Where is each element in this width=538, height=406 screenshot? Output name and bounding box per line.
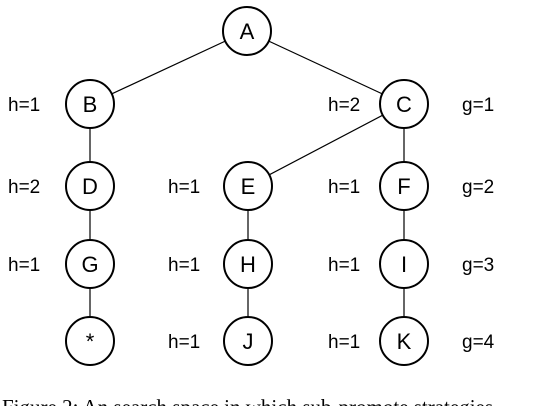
edge-a-b: [89, 30, 248, 105]
h-label-d: h=2: [8, 177, 40, 198]
node-f: F: [379, 161, 429, 211]
h-label-i: h=1: [328, 255, 360, 276]
node-goal-star-label: *: [86, 329, 95, 354]
g-label-4: g=4: [462, 332, 495, 353]
node-h: H: [223, 239, 273, 289]
h-label-k: h=1: [328, 332, 360, 353]
g-label-2: g=2: [462, 177, 494, 198]
node-h-label: H: [240, 252, 256, 277]
node-i-label: I: [401, 252, 407, 277]
node-d: D: [65, 161, 115, 211]
g-label-1: g=1: [462, 95, 494, 116]
node-i: I: [379, 239, 429, 289]
depth-labels: g=1 g=2 g=3 g=4: [462, 95, 495, 353]
h-label-h: h=1: [168, 255, 200, 276]
heuristic-labels: h=1 h=2 h=2 h=1 h=1 h=1 h=1 h=1 h=1 h=1: [8, 95, 360, 353]
h-label-b: h=1: [8, 95, 40, 116]
figure-caption: Figure 2: An search space in which sub-p…: [2, 395, 493, 406]
node-a: A: [222, 6, 272, 56]
node-c: C: [379, 79, 429, 129]
node-e-label: E: [241, 174, 256, 199]
node-k-label: K: [397, 329, 412, 354]
h-label-g: h=1: [8, 255, 40, 276]
node-j: J: [223, 316, 273, 366]
g-label-3: g=3: [462, 255, 494, 276]
h-label-f: h=1: [328, 177, 360, 198]
node-b: B: [65, 79, 115, 129]
node-g-label: G: [81, 252, 98, 277]
node-goal-star: *: [65, 316, 115, 366]
h-label-c: h=2: [328, 95, 360, 116]
node-b-label: B: [83, 92, 98, 117]
node-g: G: [65, 239, 115, 289]
node-d-label: D: [82, 174, 98, 199]
edge-c-e: [247, 103, 405, 187]
node-f-label: F: [397, 174, 410, 199]
node-a-label: A: [240, 19, 255, 44]
node-c-label: C: [396, 92, 412, 117]
node-j-label: J: [243, 329, 254, 354]
edge-a-c: [246, 30, 405, 105]
h-label-e: h=1: [168, 177, 200, 198]
node-e: E: [223, 161, 273, 211]
h-label-j: h=1: [168, 332, 200, 353]
node-k: K: [379, 316, 429, 366]
